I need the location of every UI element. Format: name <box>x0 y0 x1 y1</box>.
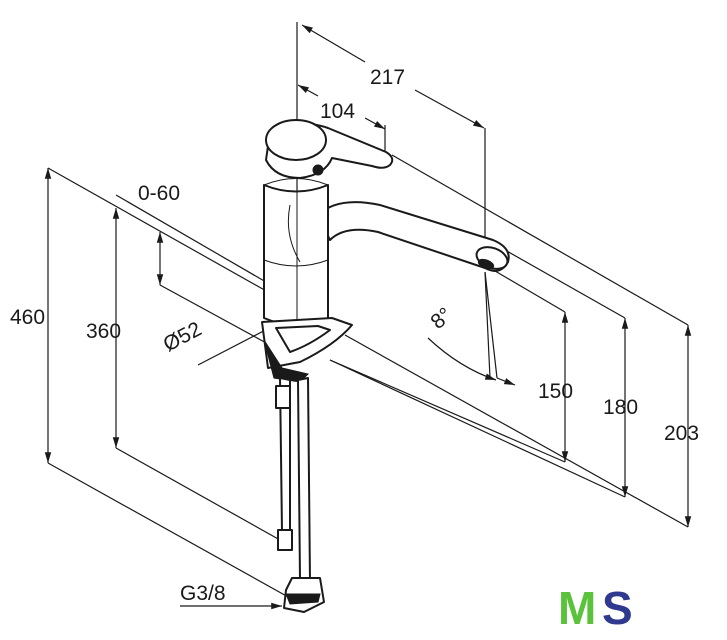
dim-total-height: 460 <box>10 306 45 329</box>
dimension-lines <box>44 22 692 610</box>
dim-hose-height: 360 <box>86 320 121 343</box>
logo-letter-s: S <box>602 582 633 634</box>
ms-logo: M S <box>558 582 633 634</box>
dim-spout-height: 150 <box>538 380 573 403</box>
logo-letter-m: M <box>558 582 596 634</box>
faucet-body <box>261 119 510 613</box>
dim-swivel: 0-60 <box>138 182 180 205</box>
dim-thread: G3/8 <box>180 582 226 605</box>
dim-spout-angle: 8° <box>426 303 456 334</box>
dim-lever-reach: 104 <box>320 100 355 123</box>
dimension-labels: 217 104 0-60 460 360 Ø52 8° 150 180 203 … <box>10 66 699 605</box>
dim-diameter: Ø52 <box>160 317 206 356</box>
dim-lever-height: 203 <box>664 422 699 445</box>
dim-total-reach: 217 <box>370 66 405 89</box>
dim-spout-top-height: 180 <box>603 396 638 419</box>
